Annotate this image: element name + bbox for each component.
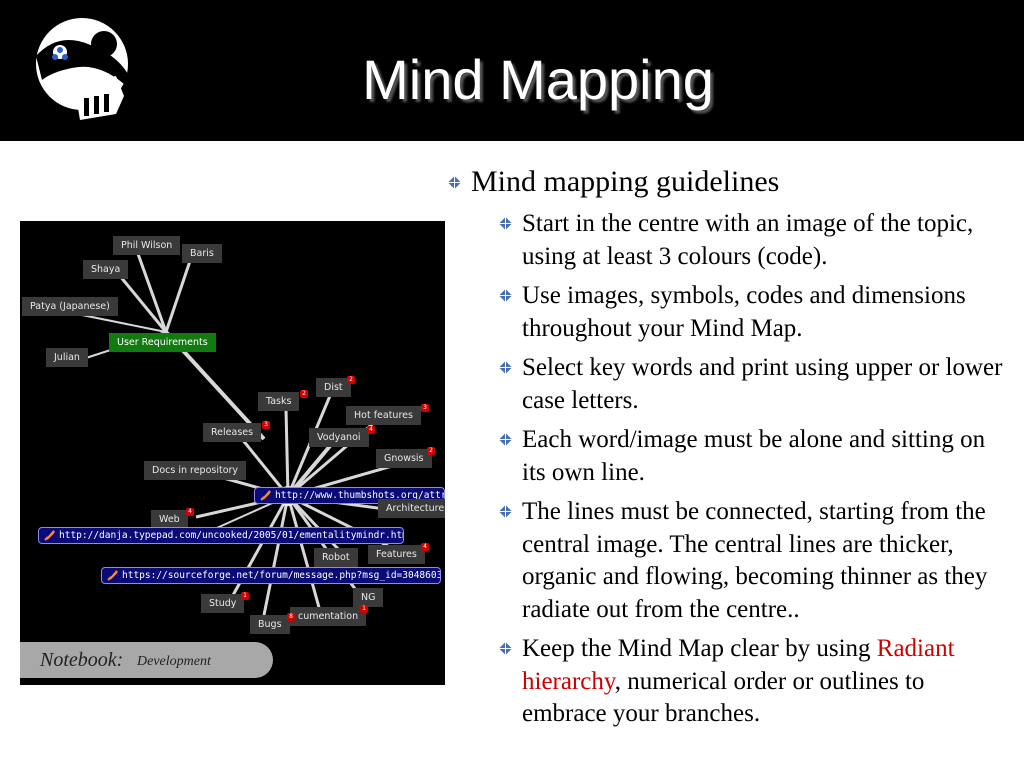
url-label: http://www.thumbshots.org/attribu xyxy=(275,490,445,501)
notebook-banner: Notebook: Development xyxy=(20,642,273,678)
count-badge: 2 xyxy=(300,390,308,398)
notebook-label: Notebook: xyxy=(40,649,124,671)
node-study[interactable]: Study xyxy=(201,594,245,613)
rocket-icon xyxy=(44,530,55,541)
diamond-bullet-icon xyxy=(499,433,512,446)
rocket-icon xyxy=(107,570,118,581)
count-badge: 2 xyxy=(427,447,435,455)
count-badge: 4 xyxy=(186,508,194,516)
bullet-text: Use images, symbols, codes and dimension… xyxy=(522,282,966,342)
bullet-text-after: , numerical order or outlines to embrace… xyxy=(522,667,925,728)
node-documentation[interactable]: cumentation xyxy=(290,607,367,626)
notebook-sub: Development xyxy=(137,654,211,669)
node-hot-features[interactable]: Hot features xyxy=(346,406,421,425)
url-label: http://danja.typepad.com/uncooked/2005/0… xyxy=(59,530,404,541)
skull-logo-icon xyxy=(36,18,128,120)
node-phil-wilson[interactable]: Phil Wilson xyxy=(113,236,181,255)
content-area: Mind mapping guidelines Start in the cen… xyxy=(448,163,1008,731)
bullet-text: Start in the centre with an image of the… xyxy=(522,210,974,270)
bullet-text: Select key words and print using upper o… xyxy=(522,354,1003,414)
node-gnowsis[interactable]: Gnowsis xyxy=(376,449,432,468)
diamond-bullet-icon xyxy=(499,505,512,518)
bullet-item: The lines must be connected, starting fr… xyxy=(448,496,1008,626)
node-shaya[interactable]: Shaya xyxy=(83,260,129,279)
count-badge: 3 xyxy=(262,421,270,429)
slide-header: Mind Mapping xyxy=(0,0,1024,141)
count-badge: 8 xyxy=(287,613,295,621)
node-tasks[interactable]: Tasks xyxy=(258,392,300,411)
count-badge: 2 xyxy=(347,376,355,384)
node-docs-in-repository[interactable]: Docs in repository xyxy=(144,461,247,480)
radiant-hierarchy-link[interactable]: Radiant hierarchy xyxy=(522,635,955,695)
url-label: https://sourceforge.net/forum/message.ph… xyxy=(122,570,441,581)
heading-item: Mind mapping guidelines xyxy=(448,163,1008,201)
node-web[interactable]: Web xyxy=(151,510,188,529)
count-badge: 4 xyxy=(367,426,375,434)
count-badge: 4 xyxy=(421,543,429,551)
bullet-item: Start in the centre with an image of the… xyxy=(448,208,1008,273)
bullet-text-before: Keep the Mind Map clear by using xyxy=(522,635,877,662)
node-dist[interactable]: Dist xyxy=(316,378,351,397)
node-ng[interactable]: NG xyxy=(353,588,384,607)
node-vodyanoi[interactable]: Vodyanoi xyxy=(309,428,369,447)
node-baris[interactable]: Baris xyxy=(182,244,222,263)
node-architecture[interactable]: Architecture xyxy=(378,499,445,518)
diamond-bullet-icon xyxy=(448,176,461,189)
diamond-bullet-icon xyxy=(499,642,512,655)
node-features[interactable]: Features xyxy=(368,545,425,564)
diamond-bullet-icon xyxy=(499,217,512,230)
rocket-icon xyxy=(260,490,271,501)
node-julian[interactable]: Julian xyxy=(46,348,88,367)
bullet-item: Each word/image must be alone and sittin… xyxy=(448,424,1008,489)
bullet-item: Select key words and print using upper o… xyxy=(448,352,1008,417)
bullet-item: Use images, symbols, codes and dimension… xyxy=(448,280,1008,345)
node-bugs[interactable]: Bugs xyxy=(250,615,290,634)
diamond-bullet-icon xyxy=(499,289,512,302)
node-releases[interactable]: Releases xyxy=(203,423,262,442)
count-badge: 3 xyxy=(421,404,429,412)
node-user-requirements[interactable]: User Requirements xyxy=(109,333,216,352)
url-sourceforge[interactable]: https://sourceforge.net/forum/message.ph… xyxy=(101,567,441,584)
bullet-text: The lines must be connected, starting fr… xyxy=(522,498,988,623)
node-robot[interactable]: Robot xyxy=(314,548,358,567)
slide-title: Mind Mapping xyxy=(362,48,714,111)
count-badge: 1 xyxy=(360,605,368,613)
bullet-text: Each word/image must be alone and sittin… xyxy=(522,426,986,486)
guidelines-heading: Mind mapping guidelines xyxy=(471,165,780,198)
mind-map-screenshot: Phil Wilson Baris Shaya Patya (Japanese)… xyxy=(20,221,445,685)
node-patya[interactable]: Patya (Japanese) xyxy=(22,297,118,316)
bullet-item: Keep the Mind Map clear by using Radiant… xyxy=(448,633,1008,731)
diamond-bullet-icon xyxy=(499,361,512,374)
count-badge: 1 xyxy=(241,592,249,600)
url-danja[interactable]: http://danja.typepad.com/uncooked/2005/0… xyxy=(38,527,404,544)
